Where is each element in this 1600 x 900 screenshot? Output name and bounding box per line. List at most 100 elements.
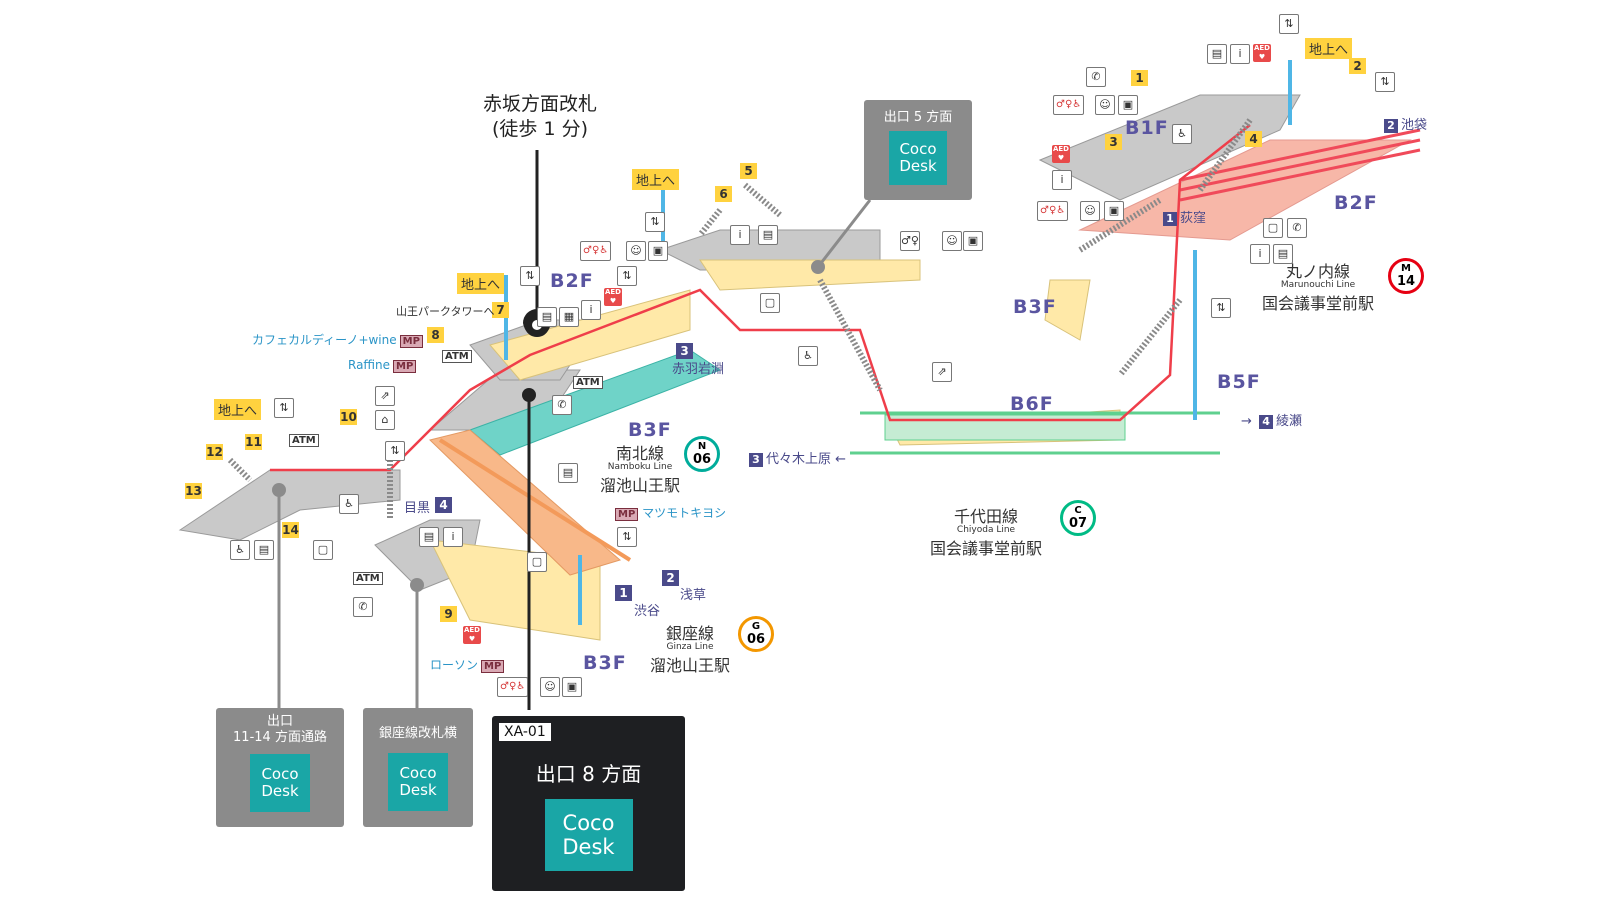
akasaka-gate-walk-time: (徒歩 1 分) xyxy=(492,118,588,140)
direction-shibuya: 渋谷 xyxy=(634,600,660,619)
coco-desk-logo: Coco Desk xyxy=(388,753,448,811)
multi-purpose-toilet-icon: ▣ xyxy=(1104,201,1124,221)
desk-card-exit8[interactable]: XA-01 出口 8 方面 Coco Desk xyxy=(492,716,685,891)
elevator-icon: ⇅ xyxy=(1279,14,1299,34)
direction-number: 4 xyxy=(1259,415,1274,429)
wheelchair-icon: ♿ xyxy=(798,346,818,366)
direction-name: 代々木上原 xyxy=(766,452,832,467)
floor-label-b3f-namboku: B3F xyxy=(628,419,672,441)
multi-purpose-toilet-icon: ▣ xyxy=(648,241,668,261)
logo-line1: Coco xyxy=(399,764,437,782)
direction-name: 浅草 xyxy=(680,588,707,603)
desk-card-exit5[interactable]: 出口 5 方面 Coco Desk xyxy=(864,100,972,200)
logo-line2: Desk xyxy=(261,782,299,800)
wheelchair-icon: ♿ xyxy=(1172,124,1192,144)
elevator-icon: ⇅ xyxy=(1375,72,1395,92)
elevator-icon: ⇅ xyxy=(385,441,405,461)
direction-asakusa: 浅草 xyxy=(680,584,706,603)
line-name: 銀座線 xyxy=(665,624,714,643)
restroom-icon: ♂♀ xyxy=(900,231,920,251)
logo-line2: Desk xyxy=(899,157,937,175)
elevator-icon: ⇅ xyxy=(520,266,540,286)
desk-card-title: 出口 8 方面 xyxy=(535,762,642,786)
info-icon: i xyxy=(1230,44,1250,64)
station-marunouchi: 丸ノ内線 Marunouchi Line 国会議事堂前駅 xyxy=(1248,258,1388,314)
mp-icon: MP xyxy=(399,335,423,348)
info-icon: i xyxy=(1052,170,1072,190)
exit-9: 9 xyxy=(440,606,457,622)
direction-name: 荻窪 xyxy=(1180,211,1207,226)
namboku-platform xyxy=(469,349,722,456)
direction-name: 赤羽岩淵 xyxy=(672,362,725,377)
direction-meguro: 目黒 xyxy=(404,497,430,516)
coin-locker-icon: ▤ xyxy=(758,225,778,245)
badge-number: 14 xyxy=(1396,274,1416,289)
exit-5: 5 xyxy=(740,163,757,179)
chiyoda-line-badge: C 07 xyxy=(1060,500,1096,536)
exit-4: 4 xyxy=(435,497,452,513)
ticket-machine-icon: ▦ xyxy=(559,307,579,327)
wheelchair-icon: ♿ xyxy=(230,540,250,560)
exit-2: 2 xyxy=(662,570,679,586)
aed-icon: AED♥ xyxy=(1253,44,1271,62)
ginza-line-badge: G 06 xyxy=(738,616,774,652)
desk-card-exit11-14[interactable]: 出口 11-14 方面通路 Coco Desk xyxy=(216,708,344,827)
exit-11: 11 xyxy=(245,434,262,450)
akasaka-gate-callout: 赤坂方面改札 (徒歩 1 分) xyxy=(460,92,620,142)
elevator-icon: ⇅ xyxy=(617,266,637,286)
multi-purpose-toilet-icon: ▣ xyxy=(562,677,582,697)
line-name-en: Ginza Line xyxy=(666,642,714,652)
elevator-icon: ⇅ xyxy=(1211,298,1231,318)
locker-icon: ▢ xyxy=(527,552,547,572)
title-line2: 11-14 方面通路 xyxy=(233,730,327,745)
exit-12: 12 xyxy=(206,444,223,460)
store-icon: ⌂ xyxy=(375,410,395,430)
coin-locker-icon: ▤ xyxy=(419,527,439,547)
exit-3: 3 xyxy=(676,343,693,359)
shop-name: ローソン xyxy=(430,658,479,672)
exit-r3: 3 xyxy=(1105,134,1122,150)
multi-purpose-toilet-icon: ▣ xyxy=(963,231,983,251)
logo-line2: Desk xyxy=(562,835,615,859)
badge-number: 06 xyxy=(692,452,712,467)
exit-13: 13 xyxy=(185,483,202,499)
station-chiyoda: 千代田線 Chiyoda Line 国会議事堂前駅 xyxy=(916,503,1056,559)
baby-care-icon: ☺ xyxy=(626,241,646,261)
badge-number: 07 xyxy=(1068,516,1088,531)
ginza-track xyxy=(438,438,632,562)
direction-akabane: 赤羽岩淵 xyxy=(672,358,724,377)
direction-number: 1 xyxy=(1163,212,1177,226)
elevator-icon: ⇅ xyxy=(274,398,294,418)
mp-icon: MP xyxy=(393,360,417,373)
aed-icon: AED♥ xyxy=(604,288,622,306)
logo-line1: Coco xyxy=(562,811,615,835)
direction-name: 目黒 xyxy=(404,501,431,516)
restroom-icon: ♂♀♿ xyxy=(1053,95,1085,115)
line-name: 千代田線 xyxy=(953,507,1018,526)
floor-label-b3f-right: B3F xyxy=(1013,296,1057,318)
logo-line2: Desk xyxy=(399,781,437,799)
floor-label-b6f: B6F xyxy=(1010,393,1054,415)
aed-icon: AED♥ xyxy=(1052,145,1070,163)
aed-icon: AED♥ xyxy=(463,626,481,644)
elevator-shafts xyxy=(504,60,1292,625)
direction-name: 池袋 xyxy=(1401,118,1428,133)
coco-desk-logo: Coco Desk xyxy=(544,799,633,871)
station-name: 溜池山王駅 xyxy=(649,656,730,675)
exit-7: 7 xyxy=(492,302,509,318)
sanno-park-tower-link: 山王パークタワーへ xyxy=(396,305,495,318)
elevator-icon: ⇅ xyxy=(617,527,637,547)
desk-card-ginza-gate[interactable]: 銀座線改札横 Coco Desk xyxy=(363,708,473,827)
exit-10: 10 xyxy=(340,409,357,425)
atm-icon: ATM xyxy=(573,376,603,389)
to-surface-label: 地上へ xyxy=(457,273,505,294)
direction-number: 3 xyxy=(749,453,763,467)
line-name-en: Namboku Line xyxy=(607,462,673,472)
desk-card-title: 銀座線改札横 xyxy=(378,726,457,741)
atm-icon: ATM xyxy=(442,350,472,363)
